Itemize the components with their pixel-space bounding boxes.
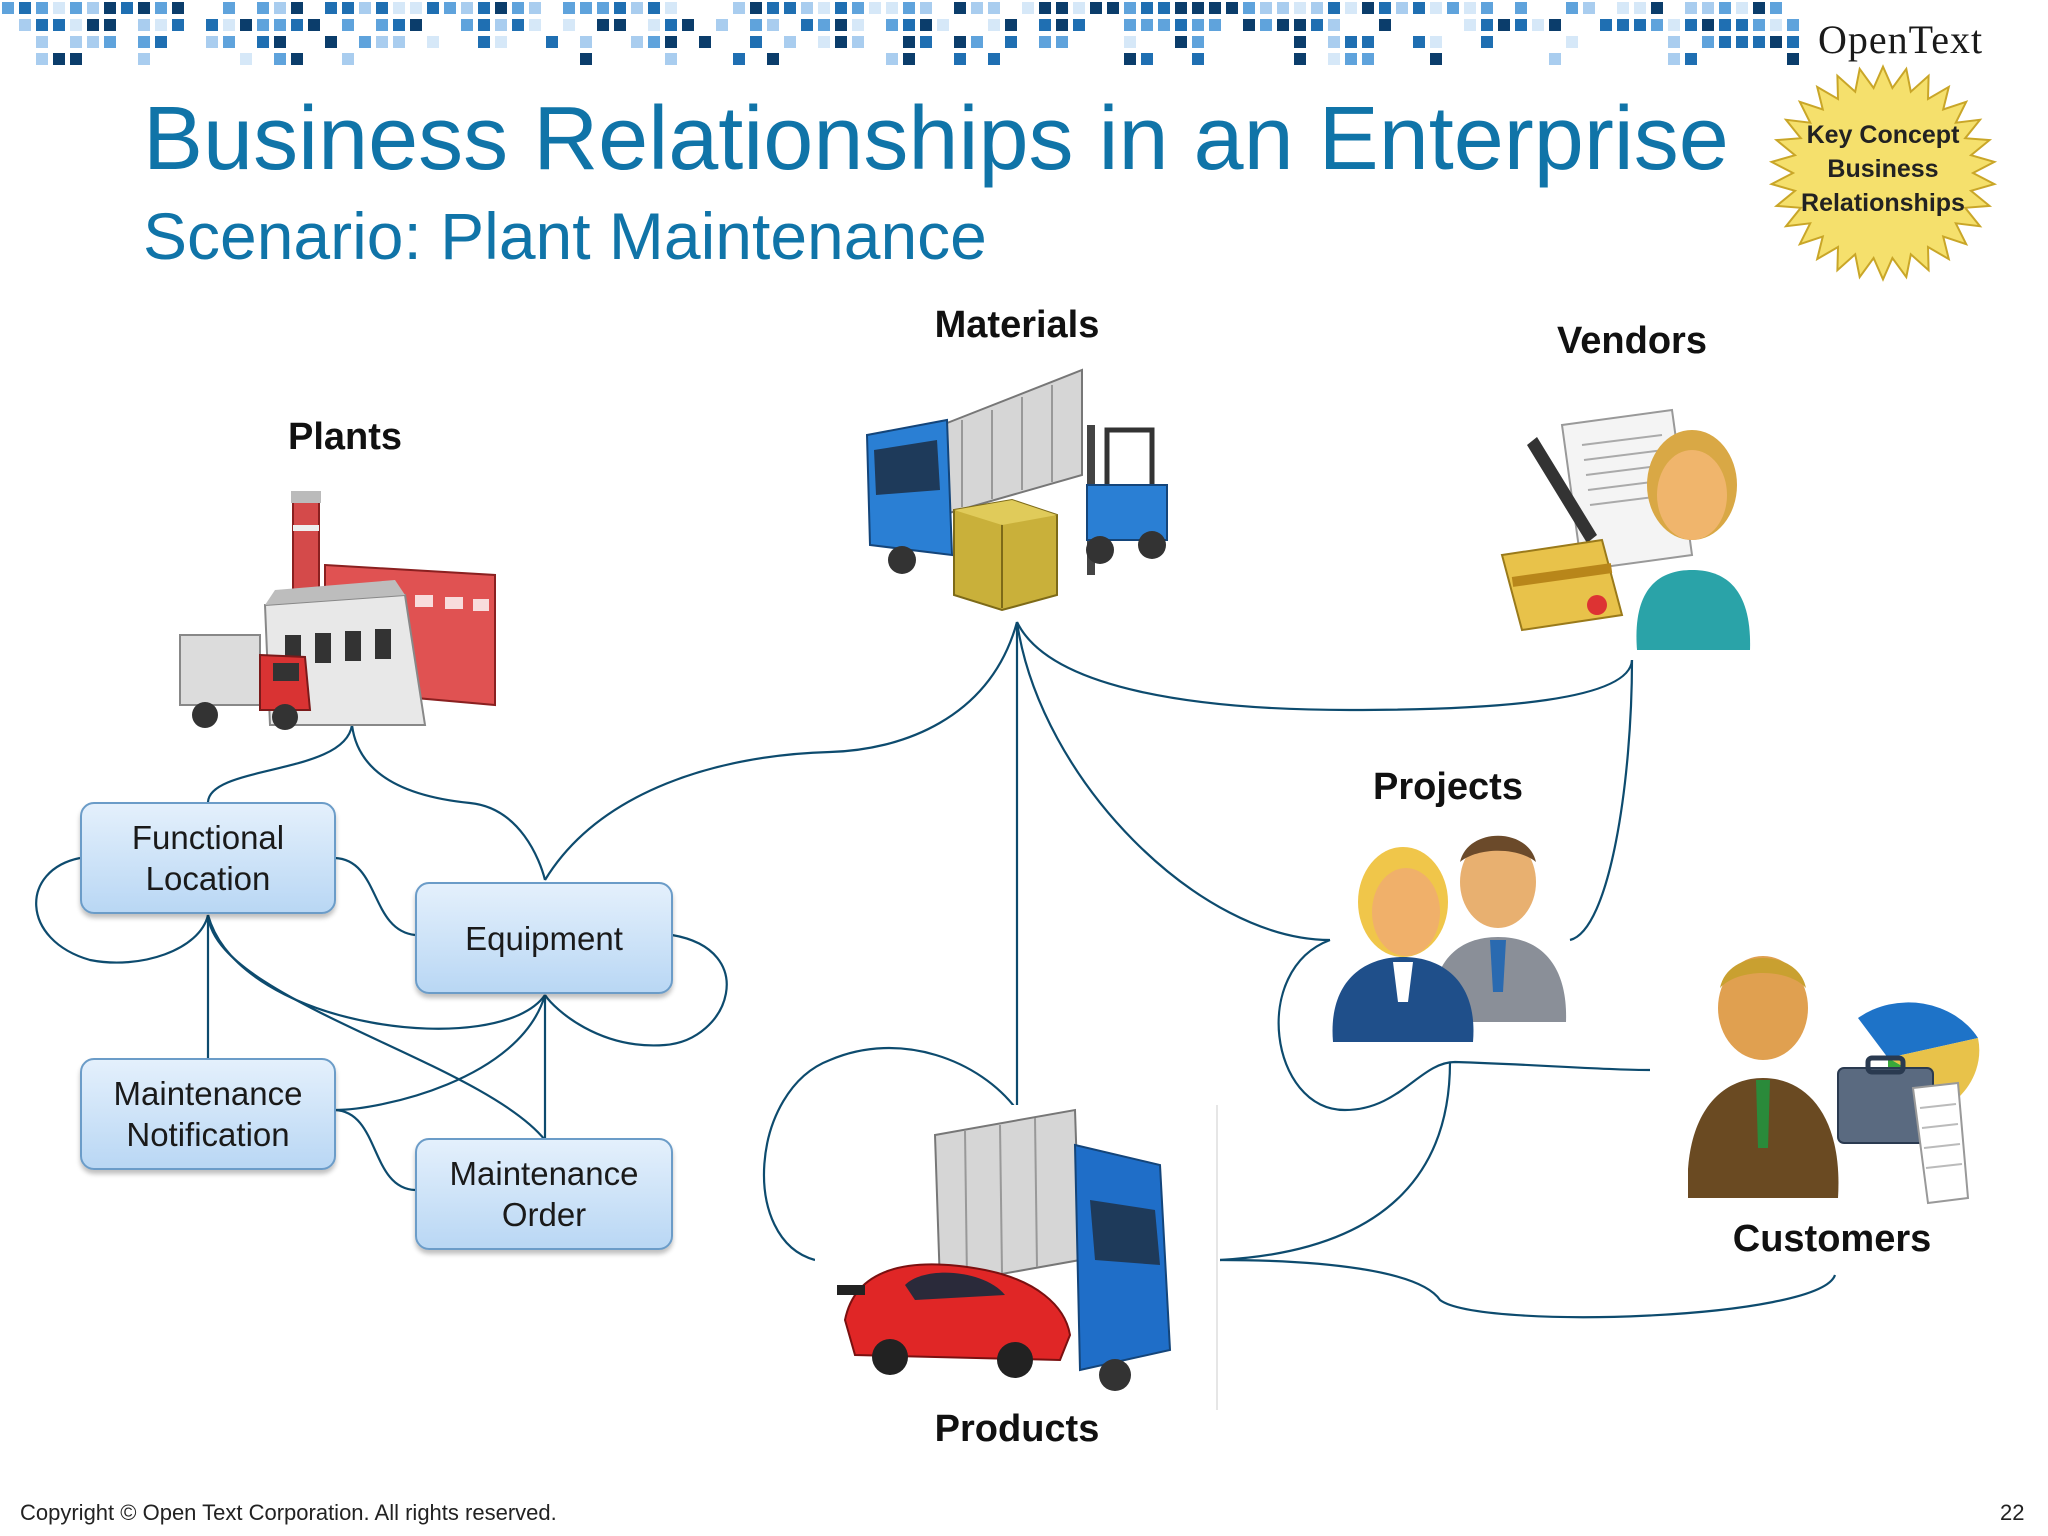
key-concept-starburst-icon bbox=[1768, 64, 1998, 282]
box-functional-location-label: Functional Location bbox=[131, 819, 285, 897]
badge-line-3: Relationships bbox=[1801, 189, 1965, 217]
badge-line-2: Business bbox=[1827, 155, 1939, 183]
box-maintenance-notification: Maintenance Notification bbox=[80, 1058, 336, 1170]
opentext-logo: OpenText bbox=[1818, 17, 1984, 62]
key-concept-badge-text: Key Concept Business Relationships bbox=[1758, 118, 2008, 220]
entity-label-products: Products bbox=[934, 1408, 1100, 1450]
header-mosaic-pattern bbox=[2, 2, 1799, 65]
products-car-truck-icon bbox=[815, 1105, 1220, 1410]
box-maintenance-order-label: Maintenance Order bbox=[449, 1155, 639, 1233]
box-functional-location: Functional Location bbox=[80, 802, 336, 914]
slide-title: Business Relationships in an Enterprise bbox=[143, 89, 1729, 189]
slide-subtitle: Scenario: Plant Maintenance bbox=[143, 199, 987, 273]
connector-projects-products bbox=[1219, 1061, 1452, 1262]
entity-label-projects: Projects bbox=[1373, 766, 1523, 808]
connector-materials-equipment bbox=[544, 621, 1019, 881]
connector-materials-vendors bbox=[1016, 621, 1634, 712]
projects-people-icon bbox=[1332, 835, 1567, 1042]
connector-products-customers bbox=[1219, 1258, 1837, 1319]
connector-plants-equipment bbox=[350, 724, 547, 881]
connector-materials-projects bbox=[1015, 621, 1331, 942]
connector-funcloc-equipment-lower bbox=[206, 914, 546, 1030]
badge-line-1: Key Concept bbox=[1806, 121, 1960, 149]
plant-factory-icon bbox=[179, 491, 496, 730]
connector-products-self bbox=[762, 1046, 1018, 1262]
box-equipment: Equipment bbox=[415, 882, 673, 994]
connector-projects-customers bbox=[1277, 938, 1651, 1112]
connector-notification-order bbox=[334, 1108, 416, 1192]
connector-equipment-self bbox=[544, 933, 728, 1047]
page-number: 22 bbox=[2000, 1500, 2025, 1525]
materials-truck-forklift-icon bbox=[865, 368, 1168, 612]
vendor-contract-icon bbox=[1500, 408, 1751, 650]
entity-label-customers: Customers bbox=[1732, 1218, 1932, 1260]
box-equipment-label: Equipment bbox=[465, 919, 623, 957]
entity-label-vendors: Vendors bbox=[1557, 320, 1707, 362]
customers-businessman-icon bbox=[1688, 956, 1980, 1205]
entity-label-plants: Plants bbox=[287, 416, 403, 458]
footer-copyright: Copyright © Open Text Corporation. All r… bbox=[20, 1500, 557, 1525]
connector-equipment-notification bbox=[334, 994, 547, 1112]
connector-plants-functional-location bbox=[206, 724, 354, 803]
box-maintenance-order: Maintenance Order bbox=[415, 1138, 673, 1250]
connector-vendors-projects bbox=[1569, 659, 1634, 942]
connector-funcloc-equipment bbox=[334, 856, 416, 937]
connector-funcloc-self bbox=[35, 856, 210, 964]
entity-label-materials: Materials bbox=[934, 304, 1100, 346]
box-maintenance-notification-label: Maintenance Notification bbox=[113, 1075, 303, 1153]
